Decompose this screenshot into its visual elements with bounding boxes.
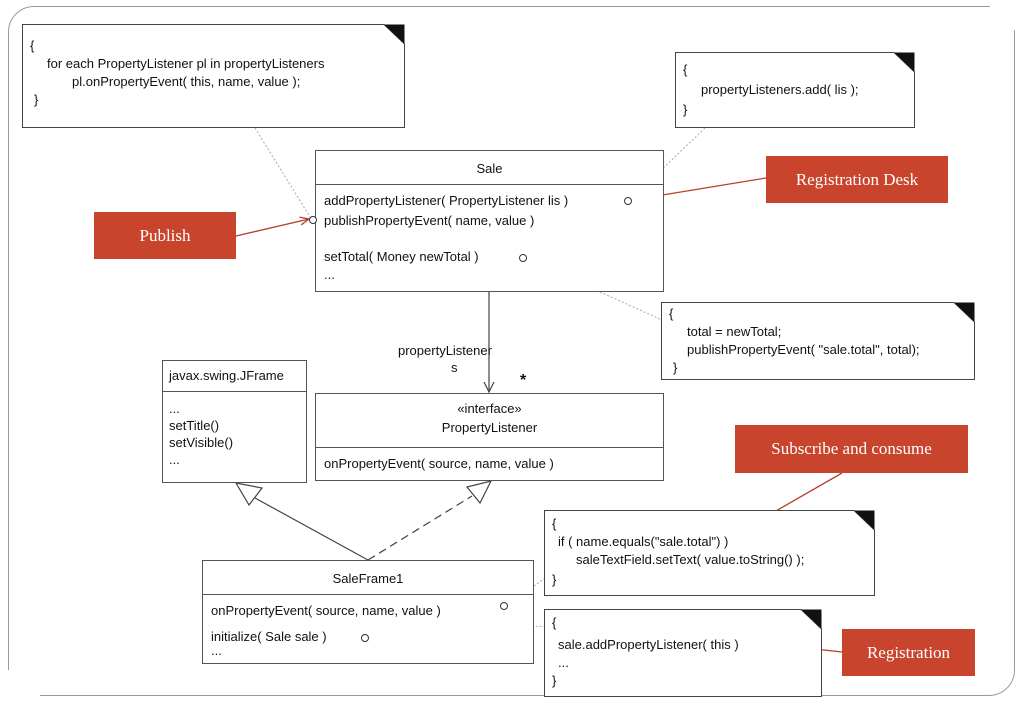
operation: ...: [211, 643, 222, 658]
operation: onPropertyEvent( source, name, value ): [211, 603, 441, 618]
code-line: }: [673, 360, 678, 375]
operation: addPropertyListener( PropertyListener li…: [324, 193, 569, 208]
port-circle: [500, 602, 508, 610]
realization-line: [367, 495, 473, 561]
note-register-code: { sale.addPropertyListener( this ) ... }: [544, 609, 822, 697]
port-circle: [361, 634, 369, 642]
note-outline: [22, 24, 405, 128]
note-outline: [544, 609, 822, 697]
class-saleframe1: SaleFrame1 onPropertyEvent( source, name…: [202, 560, 534, 664]
divider: [316, 184, 663, 185]
code-line: if ( name.equals("sale.total") ): [558, 534, 729, 549]
class-jframe: javax.swing.JFrame ... setTitle() setVis…: [162, 360, 307, 483]
code-line: {: [683, 62, 688, 77]
code-line: sale.addPropertyListener( this ): [558, 637, 739, 652]
association-role: propertyListener: [398, 343, 492, 358]
code-line: publishPropertyEvent( "sale.total", tota…: [687, 342, 920, 357]
note-outline: [661, 302, 975, 380]
code-line: }: [34, 92, 39, 107]
operation: ...: [169, 452, 180, 467]
class-name: javax.swing.JFrame: [169, 368, 284, 383]
realization-triangle: [465, 480, 493, 505]
generalization-triangle: [234, 482, 264, 507]
class-sale: Sale addPropertyListener( PropertyListen…: [315, 150, 664, 292]
operation: onPropertyEvent( source, name, value ): [324, 456, 554, 471]
note-add-listener-code: { propertyListeners.add( lis ); }: [675, 52, 915, 128]
code-line: }: [552, 572, 557, 587]
note-settotal-code: { total = newTotal; publishPropertyEvent…: [661, 302, 975, 380]
operation: initialize( Sale sale ): [211, 629, 327, 644]
port-circle: [624, 197, 632, 205]
class-name: PropertyListener: [441, 420, 538, 435]
operation: publishPropertyEvent( name, value ): [324, 213, 535, 228]
port-circle: [519, 254, 527, 262]
association-role-wrap: s: [451, 360, 458, 375]
operation: setTotal( Money newTotal ): [324, 249, 479, 264]
callout-registration: Registration: [842, 629, 975, 676]
callout-subscribe-consume: Subscribe and consume: [735, 425, 968, 473]
note-outline: [675, 52, 915, 128]
note-connector-add: [629, 127, 706, 201]
note-connector-publish: [254, 127, 313, 221]
port-circle: [309, 216, 317, 224]
class-name: SaleFrame1: [332, 571, 404, 586]
stereotype: «interface»: [457, 401, 522, 416]
code-line: }: [683, 102, 688, 117]
note-publish-code: { for each PropertyListener pl in proper…: [22, 24, 405, 128]
note-outline: [544, 510, 875, 596]
divider: [203, 594, 533, 595]
code-line: saleTextField.setText( value.toString() …: [576, 552, 805, 567]
interface-property-listener: «interface» PropertyListener onPropertyE…: [315, 393, 664, 481]
callout-registration-desk: Registration Desk: [766, 156, 948, 203]
frame-gap-left: [0, 670, 40, 708]
code-line: propertyListeners.add( lis );: [701, 82, 859, 97]
operation: ...: [169, 401, 180, 416]
operation: ...: [324, 267, 335, 282]
generalization-line: [254, 497, 369, 561]
class-name: Sale: [476, 161, 503, 176]
code-line: pl.onPropertyEvent( this, name, value );: [72, 74, 301, 89]
divider: [316, 447, 663, 448]
operation: setTitle(): [169, 418, 220, 433]
note-consume-code: { if ( name.equals("sale.total") ) saleT…: [544, 510, 875, 596]
divider: [163, 391, 306, 392]
code-line: {: [552, 516, 557, 531]
code-line: {: [669, 306, 674, 321]
multiplicity: *: [520, 372, 527, 389]
code-line: ...: [558, 655, 569, 670]
code-line: {: [552, 615, 557, 630]
operation: setVisible(): [169, 435, 234, 450]
code-line: {: [30, 38, 35, 53]
callout-publish: Publish: [94, 212, 236, 259]
frame-gap-right: [990, 0, 1023, 30]
publish-arrow: [235, 219, 309, 237]
code-line: total = newTotal;: [687, 324, 782, 339]
code-line: for each PropertyListener pl in property…: [47, 56, 325, 71]
code-line: }: [552, 673, 557, 688]
